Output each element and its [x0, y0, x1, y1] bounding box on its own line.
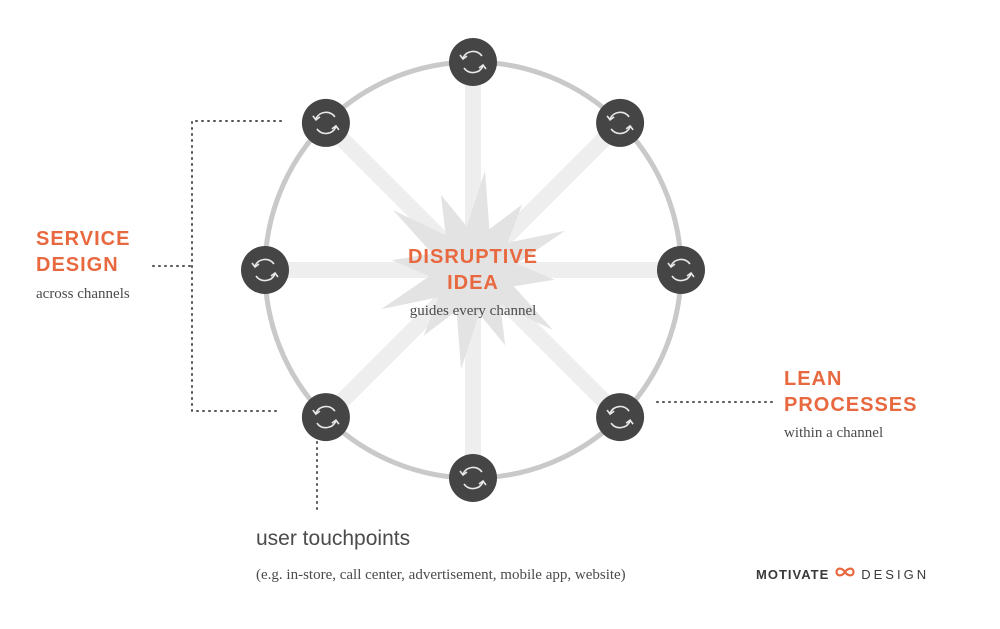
touchpoint-node: [241, 246, 289, 294]
touchpoint-node: [449, 38, 497, 86]
lean-processes-title-line1: LEAN: [784, 368, 843, 390]
touchpoint-node: [657, 246, 705, 294]
node-circle: [241, 246, 289, 294]
node-circle: [449, 454, 497, 502]
lean-processes-title-line2: PROCESSES: [784, 394, 918, 416]
service-design-title-line2: DESIGN: [36, 254, 119, 276]
node-circle: [657, 246, 705, 294]
center-title-line1: DISRUPTIVE: [407, 246, 539, 268]
cycle-arrows-icon: [459, 50, 487, 74]
leader-lines: [152, 120, 773, 513]
infinity-icon: [833, 565, 857, 583]
lean-processes-title: LEAN PROCESSES: [784, 366, 917, 418]
center-title-line2: IDEA: [447, 272, 499, 294]
center-title: DISRUPTIVE IDEA: [383, 244, 563, 296]
touchpoint-node: [596, 98, 645, 147]
lean-processes-subtitle: within a channel: [784, 425, 884, 441]
touchpoint-node: [301, 393, 350, 442]
node-circle: [301, 98, 350, 147]
brand-logo: MOTIVATE DESIGN: [756, 564, 929, 584]
touchpoints-title: user touchpoints: [256, 527, 411, 550]
cycle-arrows-icon: [667, 258, 695, 282]
cycle-arrows-icon: [606, 405, 634, 429]
node-circle: [596, 98, 645, 147]
service-design-title: SERVICE DESIGN: [36, 226, 130, 278]
brand-word-1: MOTIVATE: [756, 566, 830, 582]
touchpoint-node: [449, 454, 497, 502]
node-circle: [301, 393, 350, 442]
service-design-subtitle: across channels: [36, 286, 130, 302]
node-circle: [596, 393, 645, 442]
service-design-bracket: [191, 120, 282, 412]
touchpoint-node: [596, 393, 645, 442]
cycle-arrows-icon: [459, 466, 487, 490]
cycle-arrows-icon: [312, 111, 340, 135]
center-subtitle: guides every channel: [409, 303, 537, 319]
touchpoint-node: [301, 98, 350, 147]
starburst-shape: [381, 170, 565, 370]
cycle-arrows-icon: [251, 258, 279, 282]
cycle-arrows-icon: [312, 405, 340, 429]
touchpoint-nodes: [241, 38, 705, 502]
touchpoints-examples: (e.g. in-store, call center, advertiseme…: [256, 567, 626, 583]
service-design-title-line1: SERVICE: [36, 228, 131, 250]
cycle-arrows-icon: [606, 111, 634, 135]
brand-word-2: DESIGN: [861, 566, 930, 582]
node-circle: [449, 38, 497, 86]
